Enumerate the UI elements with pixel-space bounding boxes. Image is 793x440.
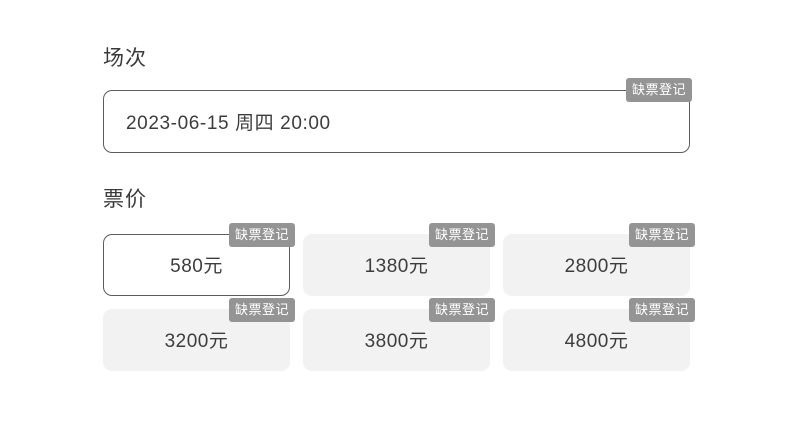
price-option-card[interactable]: 3800元 缺票登记 [303, 298, 495, 372]
shortage-registration-badge[interactable]: 缺票登记 [628, 298, 695, 323]
shortage-registration-badge[interactable]: 缺票登记 [628, 223, 695, 248]
price-option-label: 2800元 [564, 255, 629, 277]
session-field-wrapper: 2023-06-15 周四 20:00 缺票登记 [103, 78, 692, 154]
price-section-heading: 票价 [103, 188, 147, 212]
session-selected-value: 2023-06-15 周四 20:00 [126, 113, 331, 135]
price-option-card[interactable]: 1380元 缺票登记 [303, 223, 495, 297]
price-option-card[interactable]: 580元 缺票登记 [103, 223, 295, 297]
price-option-label: 580元 [170, 255, 223, 277]
price-option-label: 1380元 [364, 255, 429, 277]
shortage-registration-badge[interactable]: 缺票登记 [428, 223, 495, 248]
price-option-card[interactable]: 3200元 缺票登记 [103, 298, 295, 372]
price-option-label: 3800元 [364, 330, 429, 352]
shortage-registration-badge[interactable]: 缺票登记 [428, 298, 495, 323]
price-option-label: 3200元 [164, 330, 229, 352]
price-option-grid: 580元 缺票登记 1380元 缺票登记 2800元 缺票登记 3200元 缺票… [103, 223, 695, 372]
shortage-registration-badge[interactable]: 缺票登记 [228, 298, 295, 323]
session-select-field[interactable]: 2023-06-15 周四 20:00 缺票登记 [103, 78, 692, 154]
session-section-heading: 场次 [103, 47, 147, 70]
shortage-registration-badge[interactable]: 缺票登记 [625, 78, 692, 103]
price-option-label: 4800元 [564, 330, 629, 352]
shortage-registration-badge[interactable]: 缺票登记 [228, 223, 295, 248]
price-option-card[interactable]: 4800元 缺票登记 [503, 298, 695, 372]
price-option-card[interactable]: 2800元 缺票登记 [503, 223, 695, 297]
